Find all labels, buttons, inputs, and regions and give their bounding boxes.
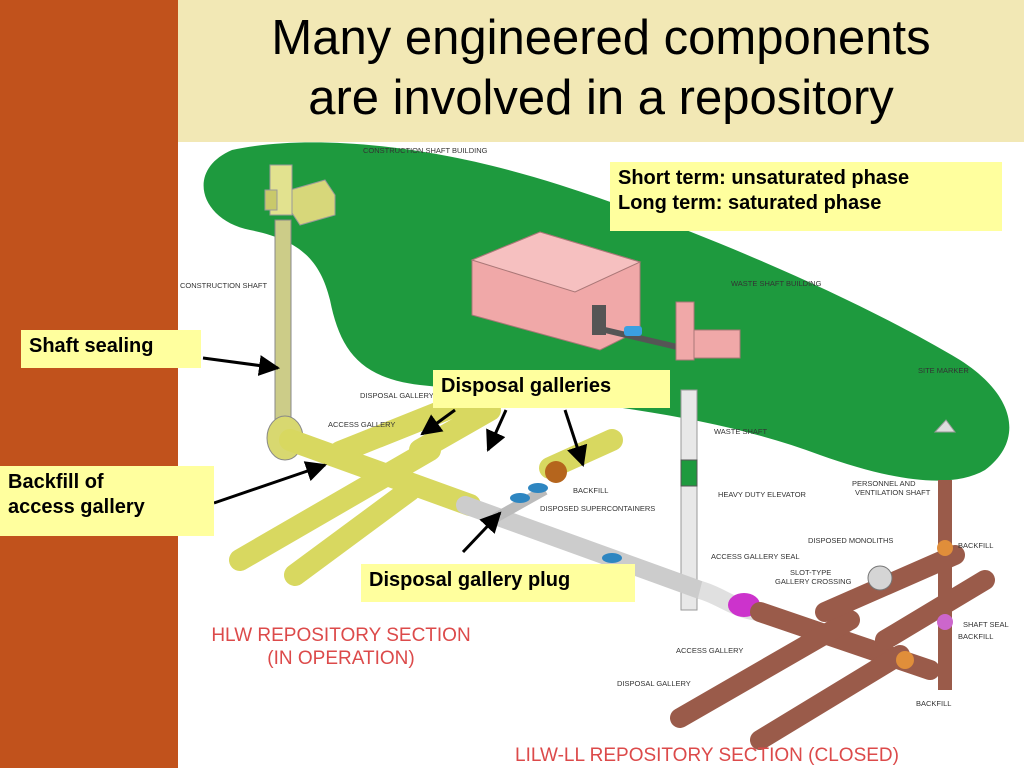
construction-shaft-building (264, 164, 336, 226)
waste-shaft (680, 389, 698, 611)
arrow-disposal-galleries-3 (563, 409, 588, 467)
repository-diagram: CONSTRUCTION SHAFT BUILDING CONSTRUCTION… (180, 142, 1010, 750)
label-slot-type-2: GALLERY CROSSING (775, 577, 852, 586)
callout-disposal-gallery-plug: Disposal gallery plug (361, 564, 635, 602)
label-disposal-gallery-top: DISPOSAL GALLERY (360, 391, 434, 400)
hlw-section-label: HLW REPOSITORY SECTION (IN OPERATION) (190, 624, 492, 670)
supercontainer-1 (510, 493, 530, 503)
supercontainer-3 (602, 553, 622, 563)
hlw-section-label-line-2: (IN OPERATION) (267, 648, 415, 669)
waste-building (470, 231, 642, 351)
label-slot-type-1: SLOT-TYPE (790, 568, 831, 577)
label-backfill-bottom: BACKFILL (916, 699, 951, 708)
callout-disposal-galleries: Disposal galleries (433, 370, 670, 408)
arrow-shaft-sealing (202, 355, 281, 376)
callout-phases-line-1: Short term: unsaturated phase (618, 167, 910, 189)
hlw-access-gallery-extension (456, 496, 709, 599)
lilw-section-label: LILW-LL REPOSITORY SECTION (CLOSED) (515, 744, 965, 767)
arrow-disposal-galleries-1 (420, 408, 456, 436)
label-construction-shaft-building: CONSTRUCTION SHAFT BUILDING (363, 146, 488, 155)
label-access-gallery-top: ACCESS GALLERY (328, 420, 395, 429)
callout-backfill-line-2: access gallery (8, 496, 145, 518)
label-heavy-duty-elevator: HEAVY DUTY ELEVATOR (718, 490, 807, 499)
title-band (178, 0, 1024, 142)
waste-shaft-building (675, 301, 741, 361)
heavy-duty-elevator (680, 459, 698, 487)
lilw-section-label-text: LILW-LL REPOSITORY SECTION (CLOSED) (515, 745, 899, 766)
lilw-tunnels (670, 480, 995, 750)
transport-vehicle (624, 326, 642, 336)
label-waste-shaft-building: WASTE SHAFT BUILDING (731, 279, 822, 288)
label-site-marker: SITE MARKER (918, 366, 969, 375)
callout-backfill-line-1: Backfill of (8, 471, 104, 493)
label-backfill-hlw: BACKFILL (573, 486, 608, 495)
label-disposal-gallery-bottom: DISPOSAL GALLERY (617, 679, 691, 688)
slide-title-line-1: Many engineered components (271, 11, 931, 65)
label-personnel-ventilation-2: VENTILATION SHAFT (855, 488, 931, 497)
label-disposed-monoliths: DISPOSED MONOLITHS (808, 536, 893, 545)
callout-shaft-sealing-text: Shaft sealing (29, 335, 154, 357)
hlw-section-label-line-1: HLW REPOSITORY SECTION (211, 625, 471, 646)
label-access-gallery-seal: ACCESS GALLERY SEAL (711, 552, 800, 561)
callout-shaft-sealing: Shaft sealing (21, 330, 201, 368)
left-decorative-bar (0, 0, 178, 768)
callout-disposal-gallery-plug-text: Disposal gallery plug (369, 569, 571, 591)
slide-title-line-2: are involved in a repository (308, 71, 894, 125)
label-disposed-supercontainers: DISPOSED SUPERCONTAINERS (540, 504, 655, 513)
arrow-disposal-gallery-plug (461, 511, 502, 554)
slide-title: Many engineered components are involved … (178, 8, 1024, 128)
callout-disposal-galleries-text: Disposal galleries (441, 375, 612, 397)
callout-phases: Short term: unsaturated phase Long term:… (610, 162, 1002, 231)
label-waste-shaft: WASTE SHAFT (714, 427, 767, 436)
site-marker (933, 419, 956, 433)
label-personnel-ventilation-1: PERSONNEL AND (852, 479, 916, 488)
callout-phases-line-2: Long term: saturated phase (618, 192, 882, 214)
callout-backfill-access-gallery: Backfill of access gallery (0, 466, 214, 536)
hlw-tunnels (229, 391, 623, 586)
arrow-backfill-access-gallery (213, 461, 327, 505)
disposal-gallery-plug-segment (492, 485, 548, 523)
label-shaft-seal: SHAFT SEAL (963, 620, 1009, 629)
construction-shaft (274, 219, 292, 421)
label-access-gallery-bottom: ACCESS GALLERY (676, 646, 743, 655)
arrow-disposal-galleries-2 (486, 409, 508, 452)
label-backfill-shaft: BACKFILL (958, 541, 993, 550)
supercontainer-2 (528, 483, 548, 493)
label-construction-shaft: CONSTRUCTION SHAFT (180, 281, 268, 290)
label-backfill-lower: BACKFILL (958, 632, 993, 641)
